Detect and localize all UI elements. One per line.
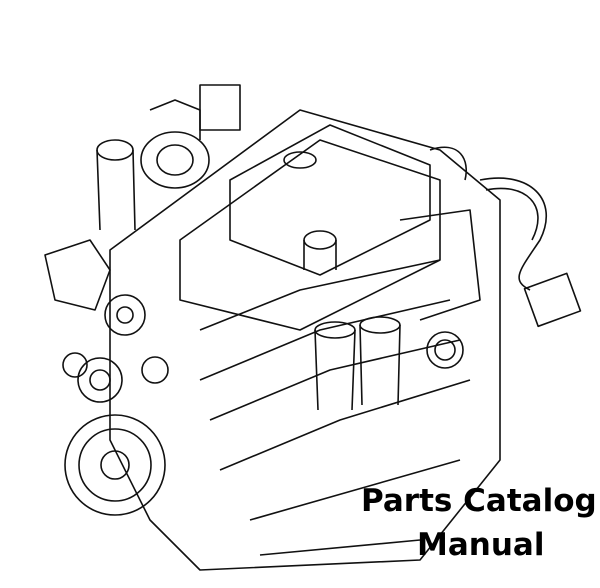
caption-line-1: Parts Catalog	[361, 483, 597, 519]
fuel-filters	[303, 230, 401, 411]
caption-line-2: Manual	[417, 527, 545, 563]
intake-manifold	[399, 209, 481, 369]
engine-block	[109, 109, 501, 571]
wiring-harness	[429, 146, 582, 328]
valve-cover	[229, 124, 431, 276]
pulleys	[44, 239, 169, 516]
turbocharger	[96, 84, 241, 231]
